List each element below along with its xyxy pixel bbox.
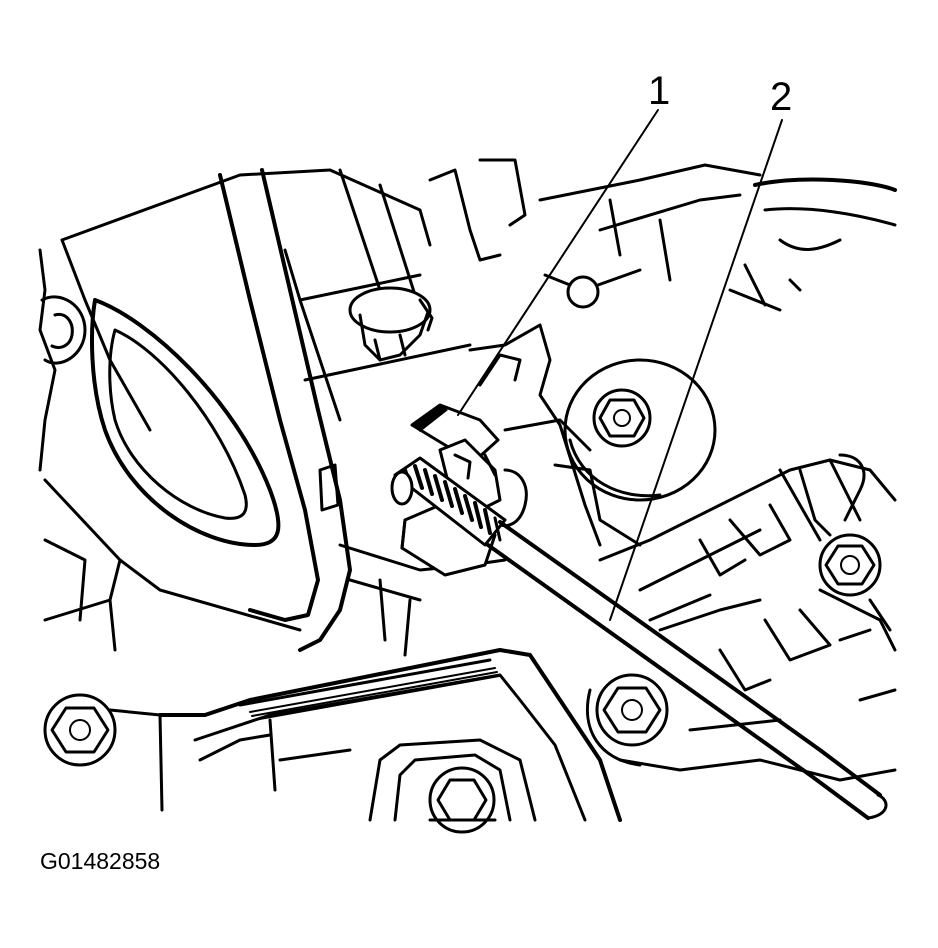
callout-label-2: 2 xyxy=(770,75,792,119)
leader-lines xyxy=(457,109,783,621)
cable-spring-sleeve xyxy=(390,456,507,547)
top-knob xyxy=(348,286,434,362)
bolt-lower-center xyxy=(585,673,669,767)
bolt-left xyxy=(43,693,162,767)
vertical-tube xyxy=(218,168,352,652)
leader-line-1 xyxy=(457,109,659,416)
ball-stud xyxy=(543,268,642,309)
bolt-right xyxy=(798,453,882,597)
bottom-cover xyxy=(158,648,622,822)
callout-label-1: 1 xyxy=(648,69,670,113)
bolt-center-top xyxy=(563,358,717,502)
figure-id-label: G01482858 xyxy=(40,848,161,874)
bolt-bottom xyxy=(428,766,497,834)
upper-housing xyxy=(60,158,782,432)
left-housing xyxy=(38,248,302,652)
shift-cable xyxy=(486,520,888,820)
leader-line-2 xyxy=(609,119,783,621)
